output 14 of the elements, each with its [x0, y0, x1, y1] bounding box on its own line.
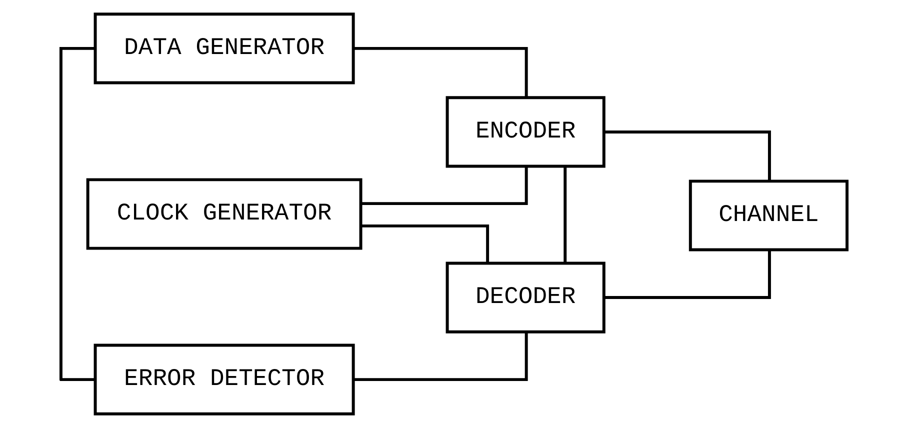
- connector: [360, 166, 528, 206]
- node-box: ERROR DETECTOR: [93, 344, 354, 416]
- connector: [604, 250, 770, 300]
- node-box: DATA GENERATOR: [93, 12, 354, 84]
- node-box: ENCODER: [445, 96, 605, 168]
- connector: [353, 332, 528, 382]
- connector: [353, 46, 528, 98]
- connector: [563, 166, 566, 263]
- node-box: CLOCK GENERATOR: [86, 178, 362, 250]
- node-box: CHANNEL: [688, 180, 848, 252]
- connector: [604, 130, 770, 182]
- node-box: DECODER: [445, 262, 605, 334]
- connector: [58, 46, 95, 382]
- connector: [360, 224, 489, 263]
